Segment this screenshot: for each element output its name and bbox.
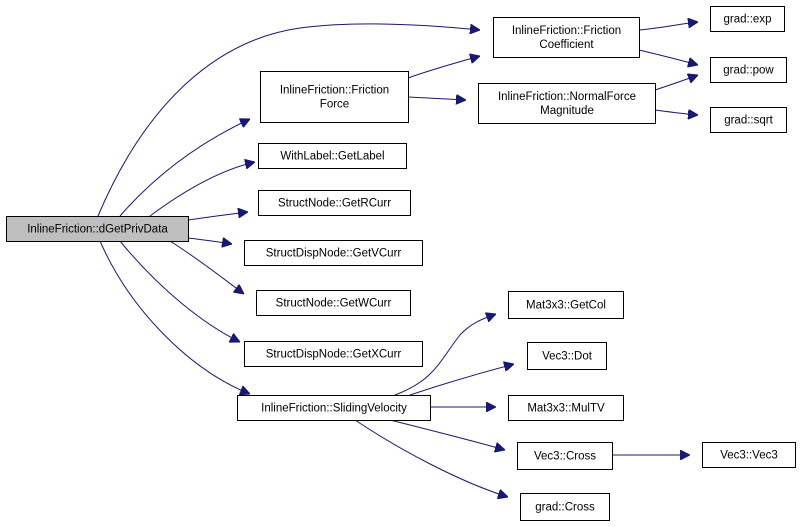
node-label: StructDispNode::GetXCurr	[266, 349, 402, 361]
node-label: InlineFriction::Friction	[512, 25, 621, 37]
node-box	[244, 341, 423, 367]
node-label: InlineFriction::Friction	[280, 85, 389, 97]
node-vec3-vec3[interactable]: Vec3::Vec3	[702, 442, 796, 468]
edge-slidingvelocity-to-vec3-cross	[389, 419, 505, 450]
node-label: InlineFriction::SlidingVelocity	[261, 403, 407, 415]
node-getxcurr[interactable]: StructDispNode::GetXCurr	[244, 341, 423, 367]
node-box	[517, 442, 613, 470]
node-label: grad::Cross	[535, 502, 595, 514]
node-box	[258, 143, 407, 169]
node-getrcurr[interactable]: StructNode::GetRCurr	[258, 190, 411, 216]
node-box	[244, 240, 423, 266]
node-label: StructNode::GetRCurr	[278, 198, 391, 210]
node-dgetprivdata[interactable]: InlineFriction::dGetPrivData	[6, 216, 189, 242]
edge-slidingvelocity-to-dot	[409, 364, 514, 396]
node-getcol[interactable]: Mat3x3::GetCol	[508, 291, 624, 319]
node-box	[258, 190, 411, 216]
node-label: InlineFriction::dGetPrivData	[27, 224, 168, 236]
node-box	[710, 57, 787, 83]
edge-frictioncoefficient-to-grad-pow	[638, 49, 698, 65]
edge-dgetprivdata-to-getrcurr	[187, 212, 248, 221]
node-grad-pow[interactable]: grad::pow	[710, 57, 787, 83]
node-grad-exp[interactable]: grad::exp	[710, 6, 785, 32]
node-label: Mat3x3::GetCol	[526, 300, 606, 312]
edge-slidingvelocity-to-getcol	[394, 314, 496, 396]
node-label: Vec3::Dot	[542, 351, 593, 363]
node-box	[237, 395, 431, 421]
node-dot[interactable]: Vec3::Dot	[527, 342, 607, 370]
node-grad-sqrt[interactable]: grad::sqrt	[710, 107, 787, 133]
node-label: Coefficient	[539, 39, 594, 51]
node-label: grad::exp	[724, 14, 772, 26]
node-box	[710, 107, 787, 133]
node-label: Vec3::Vec3	[720, 450, 778, 462]
node-label: Vec3::Cross	[534, 451, 596, 463]
edge-frictioncoefficient-to-grad-exp	[638, 22, 698, 31]
node-label: grad::pow	[723, 65, 774, 77]
node-label: StructNode::GetWCurr	[276, 298, 392, 310]
edge-dgetprivdata-to-getlabel	[149, 162, 255, 217]
edge-slidingvelocity-to-grad-cross	[354, 419, 508, 497]
node-vec3-cross[interactable]: Vec3::Cross	[517, 442, 613, 470]
node-label: Mat3x3::MulTV	[527, 403, 605, 415]
node-box	[702, 442, 796, 468]
nodes-layer: InlineFriction::dGetPrivDataInlineFricti…	[6, 6, 796, 521]
node-box	[508, 395, 624, 421]
edge-dgetprivdata-to-getvcurr	[187, 238, 232, 244]
node-label: StructDispNode::GetVCurr	[266, 248, 402, 260]
edges-layer	[97, 22, 698, 497]
edge-normalforcemagnitude-to-grad-sqrt	[654, 110, 698, 115]
edge-dgetprivdata-to-frictionforce	[119, 119, 250, 217]
node-label: WithLabel::GetLabel	[280, 151, 384, 163]
node-box	[710, 6, 785, 32]
node-box	[256, 290, 411, 316]
node-box	[6, 216, 189, 242]
node-label: grad::sqrt	[724, 115, 773, 127]
node-box	[493, 17, 640, 58]
edge-frictionforce-to-normalforcemagnitude	[407, 97, 466, 100]
node-multv[interactable]: Mat3x3::MulTV	[508, 395, 624, 421]
node-slidingvelocity[interactable]: InlineFriction::SlidingVelocity	[237, 395, 431, 421]
node-getvcurr[interactable]: StructDispNode::GetVCurr	[244, 240, 423, 266]
node-box	[260, 71, 409, 123]
node-label: Magnitude	[540, 105, 594, 117]
node-getwcurr[interactable]: StructNode::GetWCurr	[256, 290, 411, 316]
node-label: InlineFriction::NormalForce	[498, 91, 636, 103]
edge-dgetprivdata-to-getwcurr	[169, 240, 244, 294]
edge-dgetprivdata-to-frictioncoefficient	[97, 23, 480, 217]
node-label: Force	[320, 99, 349, 111]
node-box	[478, 83, 656, 124]
node-grad-cross[interactable]: grad::Cross	[520, 493, 610, 521]
edge-dgetprivdata-to-slidingvelocity	[99, 240, 250, 394]
node-box	[508, 291, 624, 319]
node-box	[527, 342, 607, 370]
edge-dgetprivdata-to-getxcurr	[119, 240, 240, 342]
edge-frictionforce-to-frictioncoefficient	[407, 56, 480, 79]
node-getlabel[interactable]: WithLabel::GetLabel	[258, 143, 407, 169]
node-box	[520, 493, 610, 521]
edge-normalforcemagnitude-to-grad-pow	[654, 75, 698, 91]
